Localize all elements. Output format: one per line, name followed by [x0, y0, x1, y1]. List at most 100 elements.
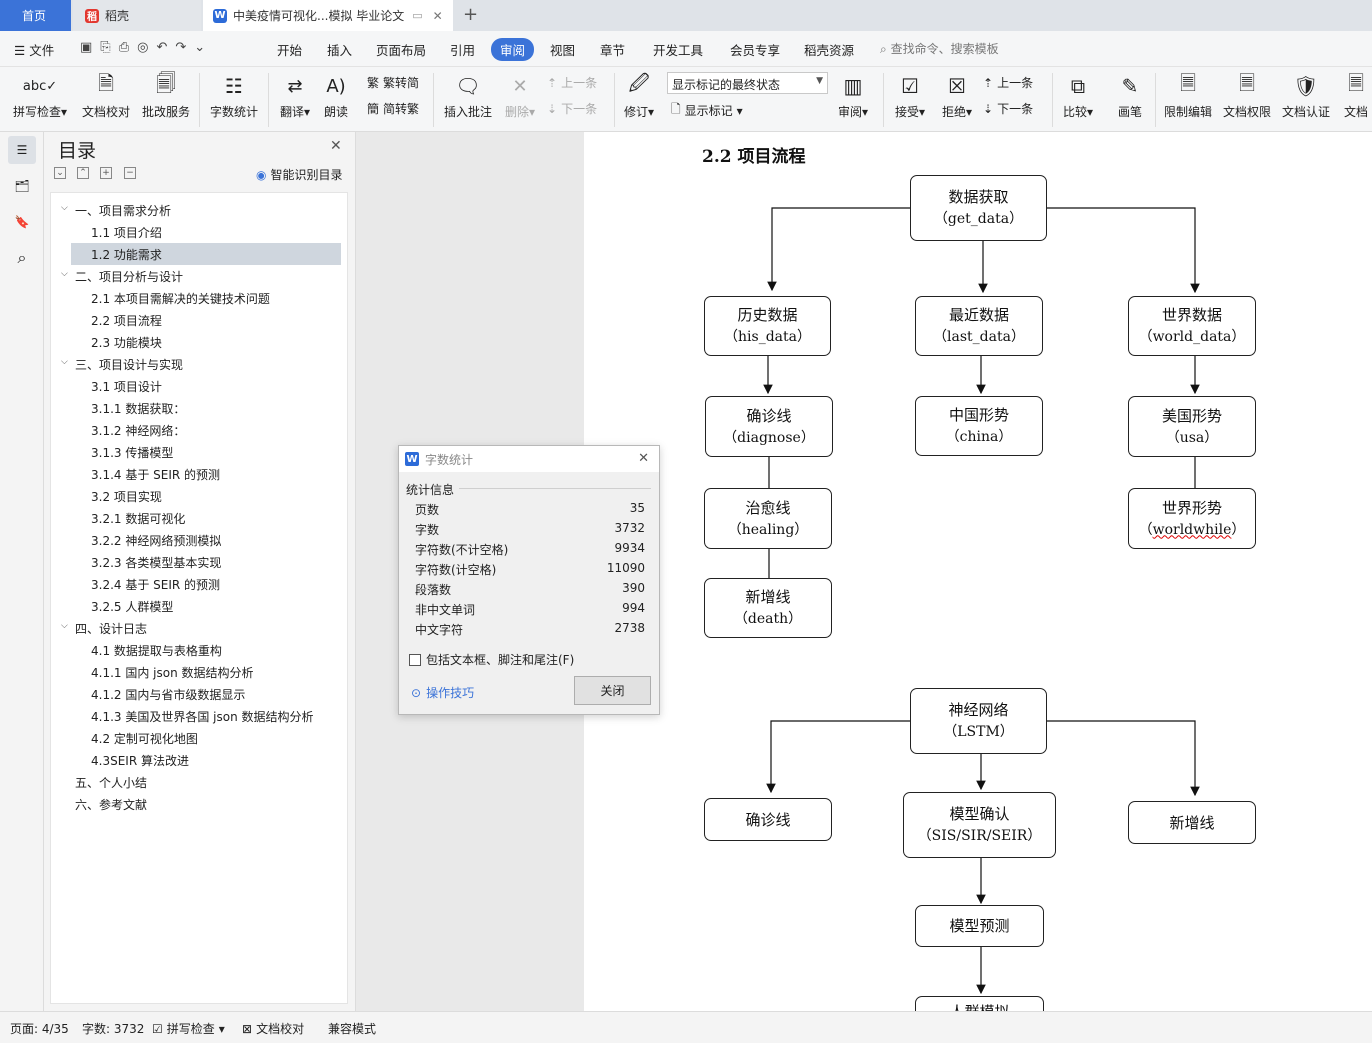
tab-home[interactable]: 首页: [0, 0, 71, 31]
next-comment-button[interactable]: ⇣下一条: [547, 100, 597, 117]
menu-dev-tools[interactable]: 开发工具: [653, 43, 704, 58]
markup-display-select[interactable]: 显示标记的最终状态▼: [667, 72, 828, 94]
collapse-chevron-icon[interactable]: ⌵: [61, 621, 68, 631]
print-preview-icon[interactable]: ◎: [137, 40, 157, 55]
toc-item[interactable]: 3.1 项目设计: [71, 375, 341, 397]
command-search[interactable]: ⌕ 查找命令、搜索模板: [880, 40, 999, 57]
toc-item[interactable]: 4.2 定制可视化地图: [71, 727, 341, 749]
undo-icon[interactable]: ↶: [156, 40, 176, 55]
toc-item[interactable]: 4.1.2 国内与省市级数据显示: [71, 683, 341, 705]
add-item-icon[interactable]: +: [100, 167, 112, 179]
toc-item[interactable]: 4.3SEIR 算法改进: [71, 749, 341, 771]
chapter-nav-icon[interactable]: 🗂: [14, 179, 30, 193]
collapse-chevron-icon[interactable]: ⌵: [61, 269, 68, 279]
menu-review[interactable]: 审阅: [491, 38, 535, 61]
pin-icon[interactable]: ▭: [412, 9, 423, 22]
toc-item[interactable]: 3.1.1 数据获取：: [71, 397, 341, 419]
toc-item[interactable]: 4.1 数据提取与表格重构: [71, 639, 341, 661]
menu-start[interactable]: 开始: [277, 43, 303, 58]
word-count-status[interactable]: 字数: 3732: [82, 1022, 145, 1036]
doc-proofread-button[interactable]: 🗎文档校对: [78, 71, 134, 120]
toc-item[interactable]: 4.1.3 美国及世界各国 json 数据结构分析: [71, 705, 341, 727]
new-tab-icon[interactable]: +: [463, 4, 479, 25]
print-icon[interactable]: ⎙: [118, 40, 138, 55]
toc-item[interactable]: 4.1.1 国内 json 数据结构分析: [71, 661, 341, 683]
collapse-all-icon[interactable]: ⌄: [54, 167, 66, 179]
close-icon[interactable]: ✕: [638, 451, 649, 466]
toc-item[interactable]: 四、设计日志: [75, 617, 341, 639]
show-markup-button[interactable]: 🗋显示标记▾: [671, 100, 743, 121]
prev-change-button[interactable]: ⇡上一条: [983, 74, 1033, 91]
spell-check-button[interactable]: abc✓拼写检查▾: [8, 71, 72, 120]
menu-daoke-resources[interactable]: 稻壳资源: [804, 43, 855, 58]
doc-rights-button[interactable]: 🗏文档权限: [1219, 71, 1275, 120]
include-textbox-checkbox[interactable]: 包括文本框、脚注和尾注(F): [409, 651, 574, 668]
simp-to-trad-button[interactable]: 簡简转繁: [367, 100, 419, 117]
toc-item[interactable]: 3.2.5 人群模型: [71, 595, 341, 617]
revise-service-button[interactable]: 🗐批改服务: [138, 71, 194, 120]
export-pdf-icon[interactable]: ⎘: [100, 40, 119, 55]
customize-icon[interactable]: ⌄: [194, 40, 214, 55]
read-aloud-button[interactable]: A)朗读: [318, 71, 354, 120]
toc-item[interactable]: 3.2 项目实现: [71, 485, 341, 507]
menu-section[interactable]: 章节: [600, 43, 626, 58]
insert-comment-button[interactable]: 🗨插入批注: [440, 71, 496, 120]
toc-item[interactable]: 3.1.2 神经网络：: [71, 419, 341, 441]
quick-access-toolbar[interactable]: ▣⎘⎙◎↶↷⌄: [80, 40, 213, 55]
prev-comment-button[interactable]: ⇡上一条: [547, 74, 597, 91]
checkbox-box[interactable]: [409, 653, 421, 666]
smart-toc-button[interactable]: ◉智能识别目录: [256, 166, 343, 183]
tab-daoke[interactable]: 稻 稻壳: [73, 0, 201, 31]
page-indicator[interactable]: 页面: 4/35: [10, 1022, 69, 1036]
expand-up-icon[interactable]: ⌃: [77, 167, 89, 179]
toc-item[interactable]: 3.2.3 各类模型基本实现: [71, 551, 341, 573]
toc-item[interactable]: 五、个人小结: [75, 771, 341, 793]
toc-item[interactable]: 2.2 项目流程: [71, 309, 341, 331]
menu-insert[interactable]: 插入: [327, 43, 353, 58]
pen-button[interactable]: ✎画笔: [1110, 71, 1150, 120]
close-tab-icon[interactable]: ✕: [432, 8, 443, 23]
toc-item[interactable]: 3.1.4 基于 SEIR 的预测: [71, 463, 341, 485]
track-changes-button[interactable]: 🖉修订▾: [619, 71, 659, 120]
menu-view[interactable]: 视图: [550, 43, 576, 58]
toc-item[interactable]: 3.2.2 神经网络预测模拟: [71, 529, 341, 551]
translate-button[interactable]: ⇄翻译▾: [275, 71, 315, 120]
proofread-status[interactable]: ⊠文档校对: [242, 1020, 304, 1037]
tab-document[interactable]: W 中美疫情可视化...模拟 毕业论文 ▭ ✕: [203, 0, 453, 31]
doc-cert-button[interactable]: 🛡文档认证: [1278, 71, 1334, 120]
accept-button[interactable]: ☑接受▾: [890, 71, 930, 120]
tips-link[interactable]: ⊙操作技巧: [411, 684, 474, 701]
toc-item[interactable]: 2.3 功能模块: [71, 331, 341, 353]
next-change-button[interactable]: ⇣下一条: [983, 100, 1033, 117]
toc-item[interactable]: 二、项目分析与设计: [75, 265, 341, 287]
menu-layout[interactable]: 页面布局: [376, 43, 427, 58]
save-icon[interactable]: ▣: [80, 40, 101, 55]
toc-item[interactable]: 3.2.4 基于 SEIR 的预测: [71, 573, 341, 595]
remove-item-icon[interactable]: −: [124, 167, 136, 179]
restrict-edit-button[interactable]: 🗏限制编辑: [1160, 71, 1216, 120]
doc-more-button[interactable]: 🗏文档: [1340, 71, 1372, 120]
close-button[interactable]: 关闭: [574, 676, 651, 705]
search-icon[interactable]: ⌕: [17, 248, 27, 267]
reject-button[interactable]: ☒拒绝▾: [937, 71, 977, 120]
collapse-chevron-icon[interactable]: ⌵: [61, 357, 68, 367]
menu-member[interactable]: 会员专享: [730, 43, 781, 58]
file-menu[interactable]: ☰ 文件: [14, 43, 55, 58]
review-pane-button[interactable]: ▥审阅▾: [833, 71, 873, 120]
toc-item[interactable]: 2.1 本项目需解决的关键技术问题: [71, 287, 341, 309]
bookmark-icon[interactable]: 🔖: [14, 215, 30, 229]
collapse-chevron-icon[interactable]: ⌵: [61, 203, 68, 213]
toc-item[interactable]: 3.1.3 传播模型: [71, 441, 341, 463]
close-icon[interactable]: ✕: [330, 138, 342, 154]
trad-to-simp-button[interactable]: 繁繁转简: [367, 74, 419, 91]
redo-icon[interactable]: ↷: [175, 40, 195, 55]
toc-item[interactable]: 3.2.1 数据可视化: [71, 507, 341, 529]
delete-comment-button[interactable]: ✕删除▾: [500, 71, 540, 120]
toc-item[interactable]: 一、项目需求分析: [75, 199, 341, 221]
spell-check-status[interactable]: ☑拼写检查▾: [152, 1021, 225, 1037]
document-page[interactable]: 2.2 项目流程 数据获取（get_data） 历史数据（his_data） 最…: [584, 132, 1372, 1038]
toc-item[interactable]: 六、参考文献: [75, 793, 341, 815]
menu-references[interactable]: 引用: [450, 43, 476, 58]
compare-button[interactable]: ⧉比较▾: [1058, 71, 1098, 120]
toc-pane-icon[interactable]: ☰: [8, 136, 36, 164]
